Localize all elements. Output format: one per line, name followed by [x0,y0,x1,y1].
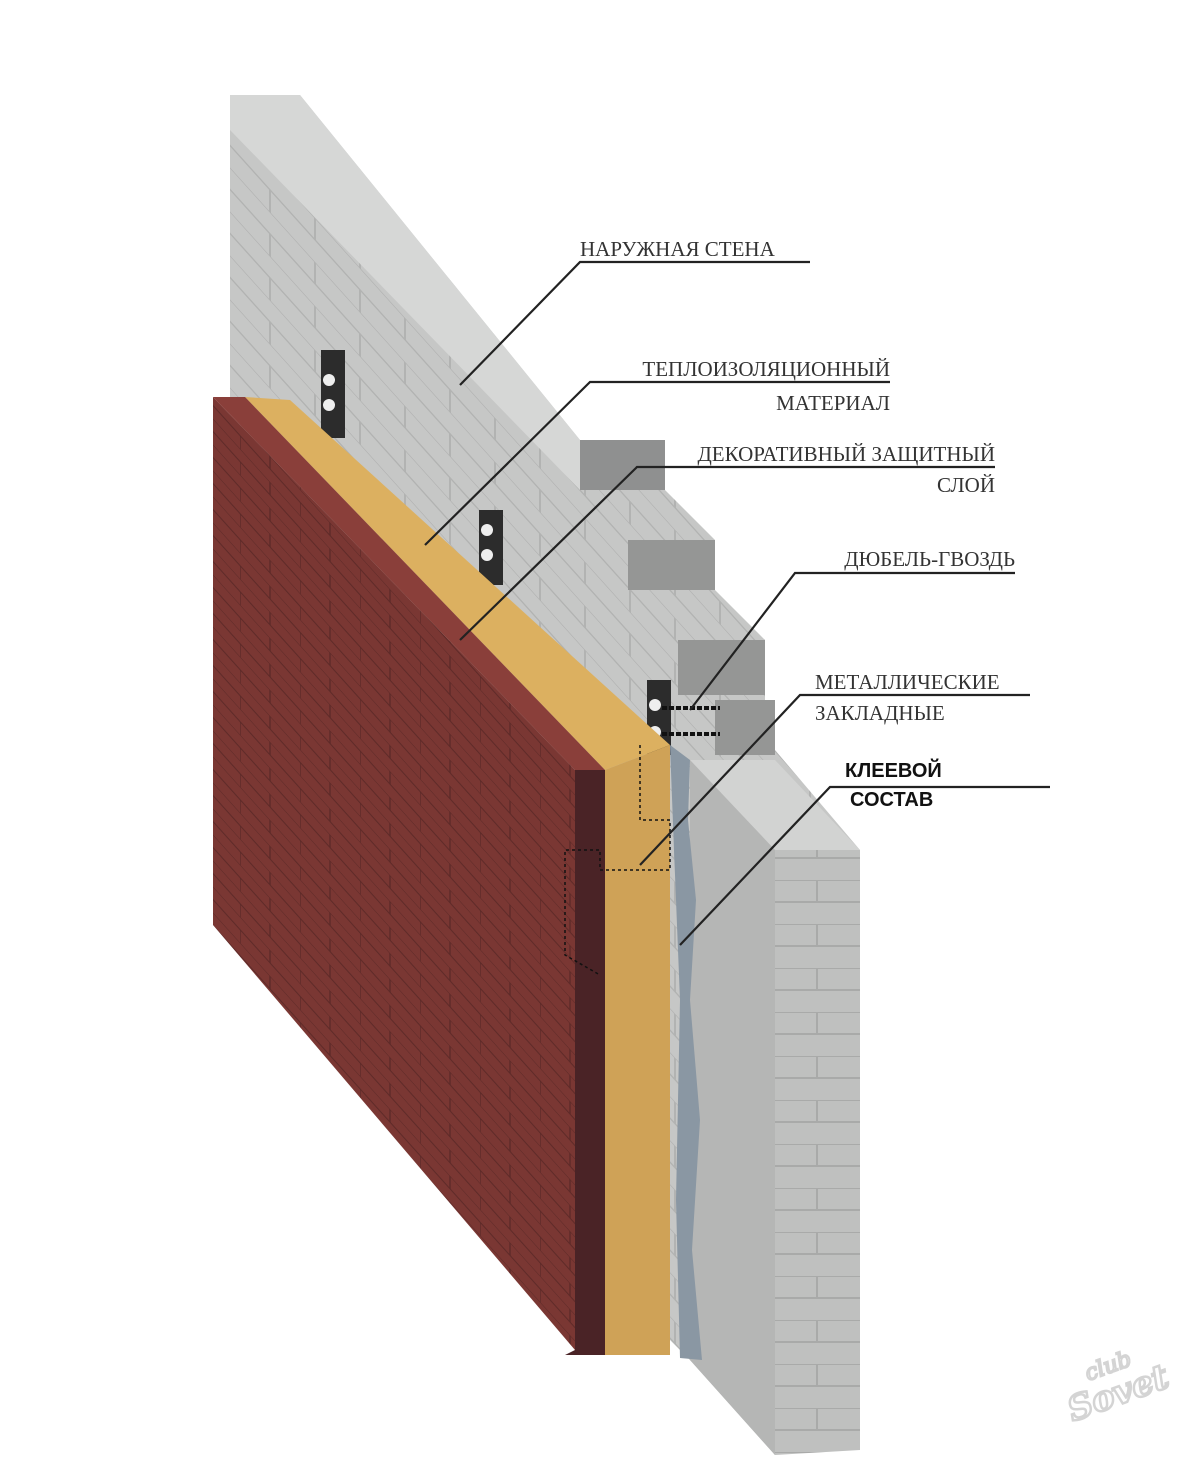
brick-top-edge [213,397,605,770]
wall-step-blocks [628,540,715,590]
watermark-logo: club Sovet [1061,1346,1175,1432]
label-adhesive-line1: КЛЕЕВОЙ [845,758,942,782]
label-dowel: ДЮБЕЛЬ-ГВОЗДЬ [844,547,1015,571]
leader-lines [424,260,1050,946]
label-insulation-line1: ТЕПЛОИЗОЛЯЦИОННЫЙ [642,357,890,381]
outer-wall-end-face [775,850,860,1455]
label-metal-line2: ЗАКЛАДНЫЕ [815,701,945,725]
outer-wall-top [230,95,580,490]
label-insulation-line2: МАТЕРИАЛ [776,391,890,415]
adhesive-layer [670,745,702,1360]
label-decorative-line2: СЛОЙ [937,473,995,497]
wall-step-blocks [580,440,665,490]
brick-side-edge [565,770,605,1355]
decorative-brick-face [213,397,575,1350]
wall-step-blocks [715,700,775,755]
label-metal-line1: МЕТАЛЛИЧЕСКИЕ [815,670,1000,694]
insulation-top [245,397,670,770]
label-decorative-line1: ДЕКОРАТИВНЫЙ ЗАЩИТНЫЙ [697,442,995,466]
outer-wall-side [690,760,775,1455]
insulation-side [605,745,670,1355]
label-outer-wall: НАРУЖНАЯ СТЕНА [580,237,776,261]
outer-wall-end-top [690,760,860,850]
metal-embed-outline [564,745,671,976]
label-adhesive-line2: СОСТАВ [850,789,933,811]
